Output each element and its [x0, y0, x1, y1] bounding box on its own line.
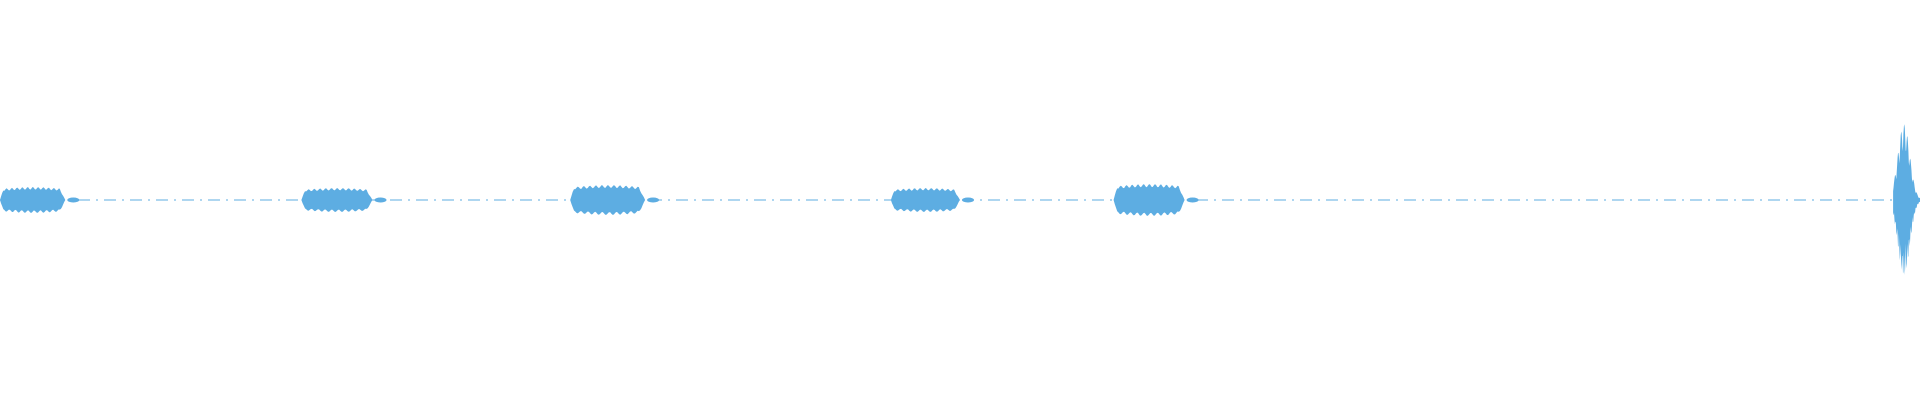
waveform-tail-5 — [1186, 197, 1199, 203]
waveform-segment-6 — [1893, 124, 1920, 275]
waveform-tail-4 — [962, 197, 974, 203]
waveform-segment-4 — [890, 188, 960, 212]
waveform-tail-1 — [67, 197, 80, 203]
waveform-segment-5 — [1113, 184, 1185, 216]
waveform-tail-3 — [647, 197, 660, 203]
waveform-segments — [0, 124, 1920, 275]
waveform-segment-1 — [0, 187, 66, 213]
waveform-segment-3 — [570, 185, 646, 215]
waveform-tail-2 — [374, 197, 387, 203]
waveform-segment-2 — [301, 188, 373, 212]
